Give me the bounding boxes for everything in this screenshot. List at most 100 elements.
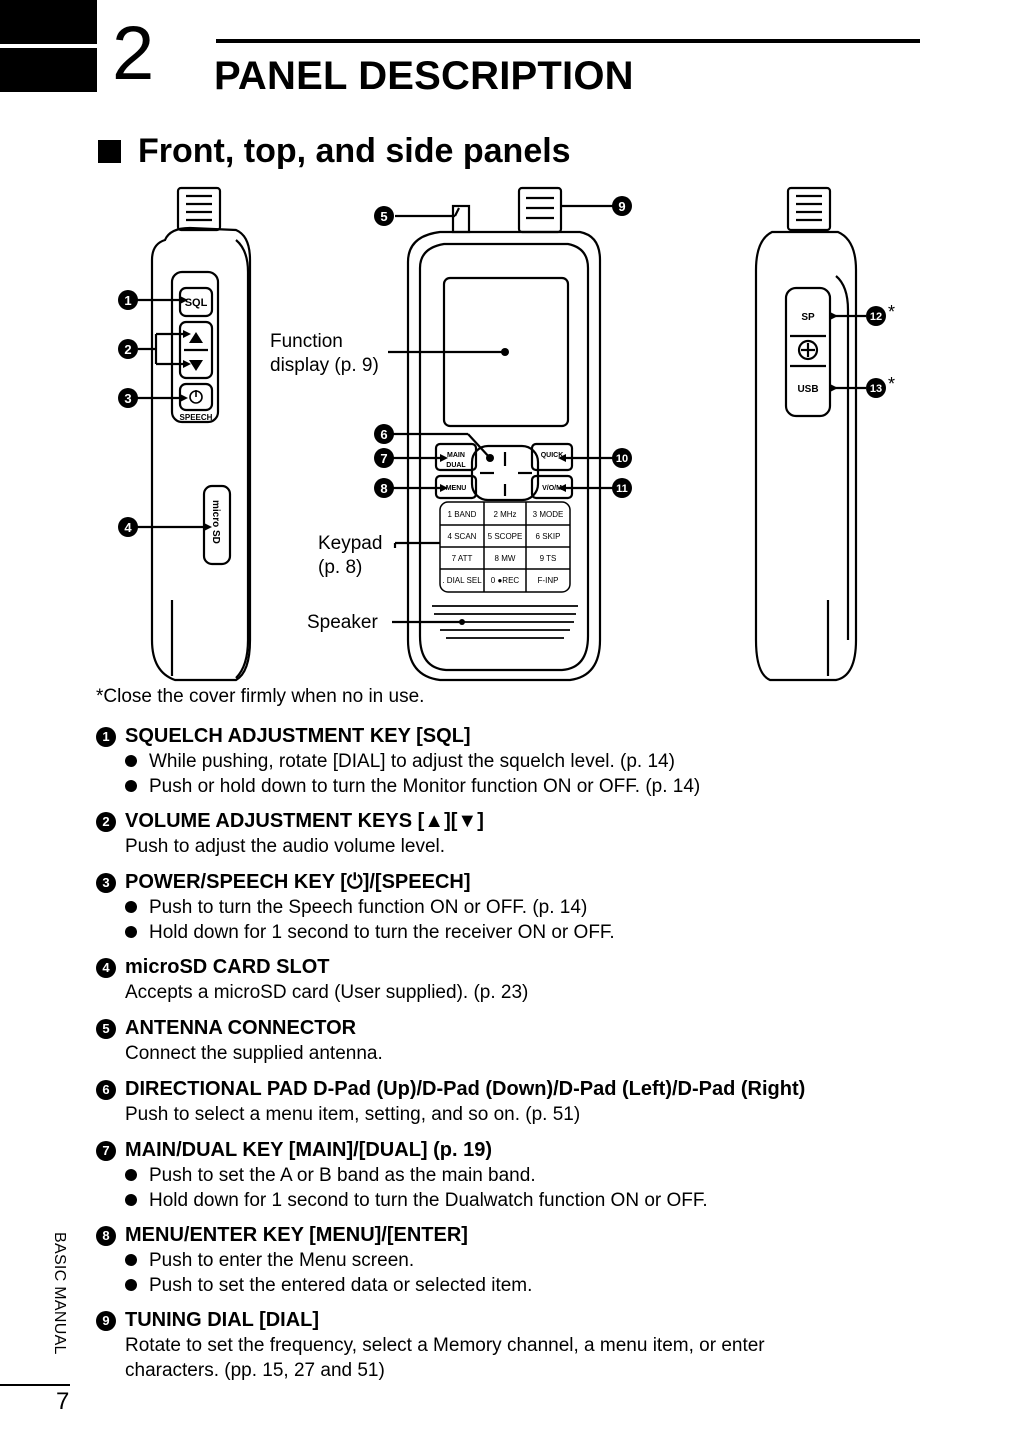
callout-keypad-page: (p. 8) bbox=[318, 557, 362, 578]
item-number: 5 bbox=[96, 1018, 116, 1039]
marker-3: 3 bbox=[118, 388, 138, 408]
item-bullet: Push to set the A or B band as the main … bbox=[125, 1163, 976, 1188]
svg-text:7: 7 bbox=[380, 451, 387, 466]
svg-text:5 SCOPE: 5 SCOPE bbox=[488, 532, 523, 541]
marker-7: 7 bbox=[374, 448, 394, 468]
item-text: Accepts a microSD card (User supplied). … bbox=[125, 982, 529, 1003]
svg-text:10: 10 bbox=[616, 453, 628, 465]
chapter-title: PANEL DESCRIPTION bbox=[214, 54, 634, 98]
svg-text:2 MHz: 2 MHz bbox=[493, 510, 516, 519]
svg-text:1 BAND: 1 BAND bbox=[448, 510, 477, 519]
item-number: 7 bbox=[96, 1140, 116, 1161]
item-bullet: While pushing, rotate [DIAL] to adjust t… bbox=[125, 749, 976, 774]
svg-text:0 ●REC: 0 ●REC bbox=[491, 576, 520, 585]
svg-text:12: 12 bbox=[870, 311, 882, 323]
marker-8: 8 bbox=[374, 478, 394, 498]
svg-text:6 SKIP: 6 SKIP bbox=[536, 532, 561, 541]
item-7: 7 MAIN/DUAL KEY [MAIN]/[DUAL] (p. 19) Pus… bbox=[96, 1138, 976, 1213]
item-text: Push to select a menu item, setting, and… bbox=[125, 1104, 581, 1125]
marker-9: 9 bbox=[612, 196, 632, 216]
marker-5: 5 bbox=[374, 206, 394, 226]
item-number: 1 bbox=[96, 726, 116, 747]
svg-text:2: 2 bbox=[124, 342, 131, 357]
item-bullet: Push to turn the Speech function ON or O… bbox=[125, 895, 976, 920]
menu-key-label: MENU bbox=[446, 485, 467, 492]
chapter-tab-block bbox=[0, 48, 97, 92]
dual-key-label: DUAL bbox=[446, 462, 466, 469]
header-rule bbox=[216, 39, 920, 43]
item-bullet: Push or hold down to turn the Monitor fu… bbox=[125, 774, 976, 799]
chapter-tab-block bbox=[0, 0, 97, 44]
item-number: 2 bbox=[96, 811, 116, 832]
section-bullet bbox=[98, 140, 121, 163]
svg-text:F-INP: F-INP bbox=[538, 576, 559, 585]
item-number: 4 bbox=[96, 957, 116, 978]
svg-text:8 MW: 8 MW bbox=[495, 554, 516, 563]
side-label: BASIC MANUAL bbox=[51, 1232, 68, 1355]
item-text: Push to adjust the audio volume level. bbox=[125, 836, 446, 857]
svg-text:6: 6 bbox=[380, 427, 387, 442]
marker-11: 11 bbox=[612, 478, 632, 498]
front-view bbox=[388, 186, 614, 682]
item-title: VOLUME ADJUSTMENT KEYS [▲][▼] bbox=[125, 810, 484, 832]
usb-port-label: USB bbox=[797, 384, 818, 395]
quick-key-label: QUICK bbox=[541, 452, 564, 459]
marker-1: 1 bbox=[118, 290, 138, 310]
svg-text:1: 1 bbox=[124, 293, 131, 308]
footer-rule bbox=[0, 1384, 70, 1386]
main-key-label: MAIN bbox=[447, 452, 465, 459]
item-3: 3 POWER/SPEECH KEY [⏻]/[SPEECH] Push to t… bbox=[96, 870, 976, 945]
number-markers: 1 2 3 4 5 6 7 8 9 10 11 12 13 * * bbox=[118, 196, 895, 537]
item-title: POWER/SPEECH KEY [⏻]/[SPEECH] bbox=[125, 871, 471, 893]
svg-text:4 SCAN: 4 SCAN bbox=[448, 532, 477, 541]
item-bullet: Hold down for 1 second to turn the Dualw… bbox=[125, 1188, 976, 1213]
marker-2: 2 bbox=[118, 339, 138, 359]
item-number: 3 bbox=[96, 872, 116, 893]
sp-port-label: SP bbox=[801, 312, 815, 323]
asterisk-13: * bbox=[888, 374, 895, 394]
item-number: 9 bbox=[96, 1310, 116, 1331]
callout-dots bbox=[180, 296, 838, 625]
item-text: Connect the supplied antenna. bbox=[125, 1043, 383, 1064]
item-title: MAIN/DUAL KEY [MAIN]/[DUAL] (p. 19) bbox=[125, 1139, 493, 1161]
svg-text:7 ATT: 7 ATT bbox=[452, 554, 473, 563]
item-title: microSD CARD SLOT bbox=[125, 956, 330, 978]
svg-text:8: 8 bbox=[380, 481, 387, 496]
svg-text:. DIAL SEL: . DIAL SEL bbox=[442, 576, 482, 585]
item-bullet: Push to enter the Menu screen. bbox=[125, 1248, 976, 1273]
svg-text:3: 3 bbox=[124, 391, 131, 406]
svg-text:13: 13 bbox=[870, 383, 882, 395]
callout-speaker: Speaker bbox=[307, 612, 378, 633]
callout-function-display: Function bbox=[270, 331, 343, 352]
callout-function-display-page: display (p. 9) bbox=[270, 355, 379, 376]
sql-key-label: SQL bbox=[185, 297, 208, 309]
item-4: 4 microSD CARD SLOT Accepts a microSD car… bbox=[96, 955, 976, 1005]
svg-text:9: 9 bbox=[618, 199, 625, 214]
marker-13: 13 bbox=[866, 378, 886, 398]
cover-note: *Close the cover firmly when no in use. bbox=[96, 686, 425, 707]
item-title: ANTENNA CONNECTOR bbox=[125, 1017, 357, 1039]
speech-key-label: SPEECH bbox=[180, 413, 213, 422]
keypad-labels: 1 BAND 2 MHz 3 MODE 4 SCAN 5 SCOPE 6 SKI… bbox=[442, 510, 563, 585]
item-bullet: Hold down for 1 second to turn the recei… bbox=[125, 920, 976, 945]
left-side-view bbox=[137, 186, 252, 682]
radio-panel-figure: 1 2 3 4 5 6 7 8 9 10 11 12 13 * * SQL SP… bbox=[118, 186, 895, 682]
svg-text:5: 5 bbox=[380, 209, 387, 224]
item-text: characters. (pp. 15, 27 and 51) bbox=[125, 1360, 385, 1381]
chapter-number: 2 bbox=[112, 11, 155, 96]
marker-10: 10 bbox=[612, 448, 632, 468]
svg-text:11: 11 bbox=[616, 483, 628, 495]
svg-text:4: 4 bbox=[124, 520, 132, 535]
item-number: 8 bbox=[96, 1225, 116, 1246]
item-number: 6 bbox=[96, 1079, 116, 1100]
marker-6: 6 bbox=[374, 424, 394, 444]
asterisk-12: * bbox=[888, 302, 895, 322]
item-title: TUNING DIAL [DIAL] bbox=[125, 1309, 320, 1331]
marker-4: 4 bbox=[118, 517, 138, 537]
section-title: Front, top, and side panels bbox=[138, 132, 571, 170]
callout-keypad: Keypad bbox=[318, 533, 382, 554]
